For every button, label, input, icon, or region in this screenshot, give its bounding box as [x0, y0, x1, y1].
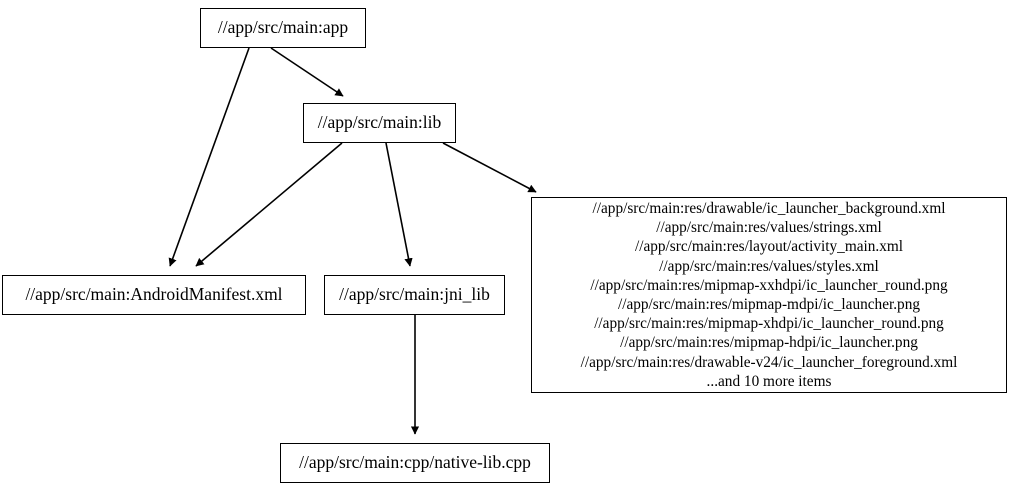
- graph-node-jni-lib-label: //app/src/main:jni_lib: [339, 284, 490, 305]
- graph-node-resources[interactable]: //app/src/main:res/drawable/ic_launcher_…: [531, 197, 1007, 393]
- graph-node-lib[interactable]: //app/src/main:lib: [303, 103, 456, 143]
- edge-lib-to-resources: [442, 142, 537, 193]
- graph-node-android-manifest-label: //app/src/main:AndroidManifest.xml: [25, 284, 283, 305]
- graph-node-android-manifest[interactable]: //app/src/main:AndroidManifest.xml: [2, 275, 306, 315]
- graph-node-jni-lib[interactable]: //app/src/main:jni_lib: [324, 275, 505, 315]
- graph-node-native-lib-cpp[interactable]: //app/src/main:cpp/native-lib.cpp: [280, 443, 550, 483]
- graph-node-resources-label: //app/src/main:res/drawable/ic_launcher_…: [580, 200, 958, 390]
- graph-node-app-label: //app/src/main:app: [217, 17, 349, 38]
- graph-node-app[interactable]: //app/src/main:app: [200, 8, 366, 48]
- edge-lib-to-manifest: [195, 142, 343, 267]
- graph-node-native-lib-cpp-label: //app/src/main:cpp/native-lib.cpp: [299, 452, 531, 473]
- edge-app-to-manifest: [168, 47, 250, 267]
- graph-node-lib-label: //app/src/main:lib: [317, 112, 442, 133]
- edge-app-to-lib: [270, 47, 344, 97]
- edge-lib-to-jni-lib: [385, 142, 413, 267]
